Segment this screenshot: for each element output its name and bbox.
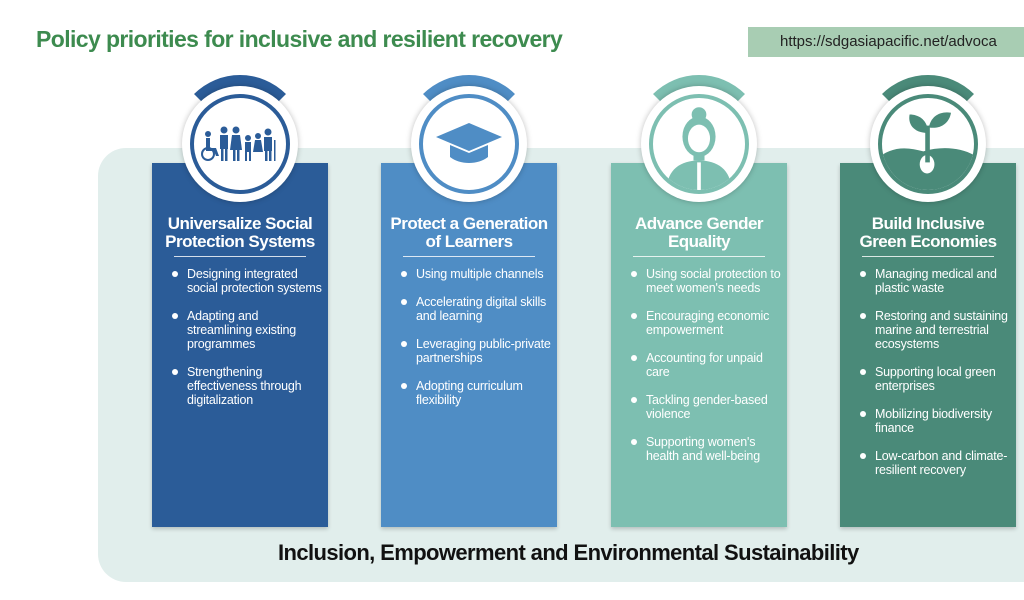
- sprout-icon: [878, 94, 978, 194]
- title-line: Equality: [667, 232, 731, 251]
- icon-badge: [870, 86, 986, 202]
- icon-badge: [411, 86, 527, 202]
- list-item: Accelerating digital skills and learning: [399, 295, 551, 323]
- priority-list: Using social protection to meet women's …: [629, 267, 781, 477]
- title-divider: [633, 256, 765, 257]
- list-item: Supporting local green enterprises: [858, 365, 1010, 393]
- source-url: https://sdgasiapacific.net/advoca: [748, 27, 1024, 57]
- list-item: Managing medical and plastic waste: [858, 267, 1010, 295]
- list-item: Low-carbon and climate-resilient recover…: [858, 449, 1010, 477]
- title-line: Build Inclusive: [871, 214, 985, 233]
- woman-icon: [649, 94, 749, 194]
- list-item: Accounting for unpaid care: [629, 351, 781, 379]
- list-item: Leveraging public-private partnerships: [399, 337, 551, 365]
- title-line: Protection Systems: [165, 232, 315, 251]
- title-line: of Learners: [425, 232, 513, 251]
- people-diversity-icon: [190, 94, 290, 194]
- list-item: Restoring and sustaining marine and terr…: [858, 309, 1010, 351]
- title-divider: [174, 256, 306, 257]
- title-line: Protect a Generation: [390, 214, 548, 233]
- graduation-cap-icon: [419, 94, 519, 194]
- list-item: Encouraging economic empowerment: [629, 309, 781, 337]
- list-item: Using multiple channels: [399, 267, 551, 281]
- page-title: Policy priorities for inclusive and resi…: [36, 26, 563, 52]
- title-line: Universalize Social: [167, 214, 313, 233]
- footer-caption: Inclusion, Empowerment and Environmental…: [278, 540, 859, 565]
- list-item: Supporting women's health and well-being: [629, 435, 781, 463]
- list-item: Designing integrated social protection s…: [170, 267, 322, 295]
- title-line: Green Economies: [859, 232, 997, 251]
- icon-badge: [182, 86, 298, 202]
- title-divider: [862, 256, 994, 257]
- priority-list: Designing integrated social protection s…: [170, 267, 322, 421]
- icon-badge: [641, 86, 757, 202]
- list-item: Strengthening effectiveness through digi…: [170, 365, 322, 407]
- title-line: Advance Gender: [634, 214, 764, 233]
- list-item: Adapting and streamlining existing progr…: [170, 309, 322, 351]
- list-item: Tackling gender-based violence: [629, 393, 781, 421]
- list-item: Using social protection to meet women's …: [629, 267, 781, 295]
- title-divider: [403, 256, 535, 257]
- list-item: Adopting curriculum flexibility: [399, 379, 551, 407]
- list-item: Mobilizing biodiversity finance: [858, 407, 1010, 435]
